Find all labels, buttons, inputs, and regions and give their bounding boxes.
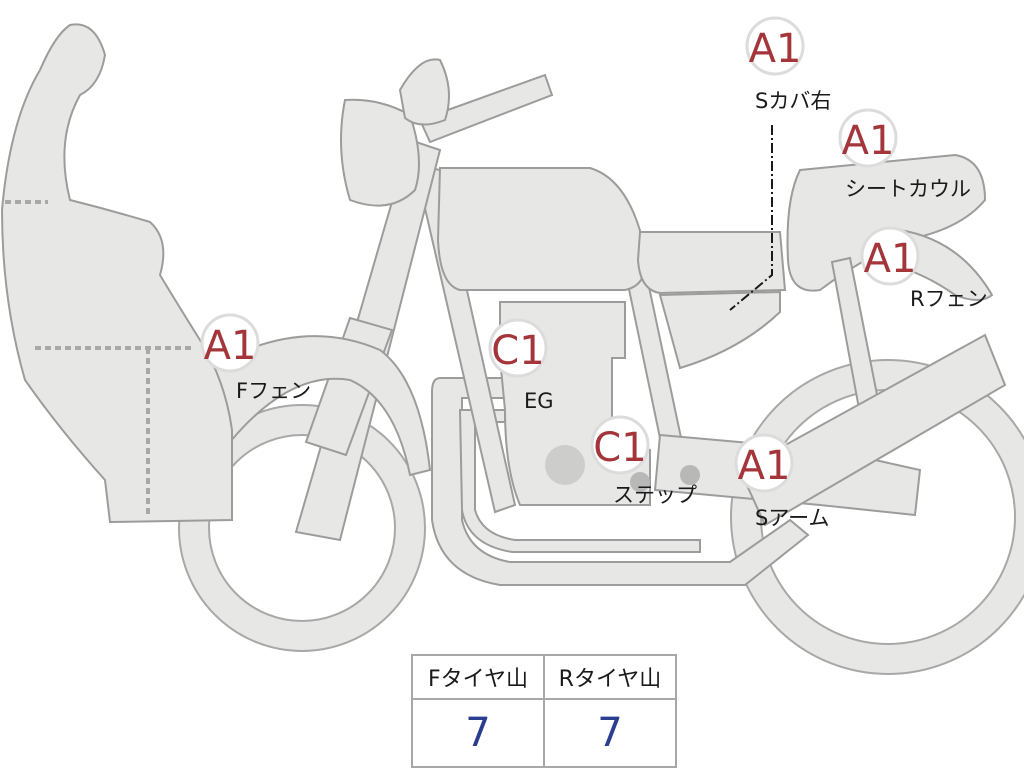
- svg-text:EG: EG: [524, 389, 554, 413]
- front-fairing: [0, 23, 233, 524]
- rear-tire-value: 7: [543, 698, 677, 768]
- svg-text:A1: A1: [864, 236, 917, 282]
- svg-text:A1: A1: [204, 323, 257, 369]
- svg-text:Sカバ右: Sカバ右: [755, 89, 831, 113]
- headlight: [340, 98, 420, 207]
- exhaust-pipe: [431, 377, 810, 586]
- label-front-fender: A1 Fフェン: [200, 313, 311, 403]
- front-fender: [208, 335, 432, 477]
- seat: [636, 231, 787, 295]
- swing-arm-chain-guard: [738, 333, 1007, 527]
- label-step: C1 ステップ: [590, 415, 697, 507]
- svg-text:ステップ: ステップ: [613, 483, 697, 507]
- svg-text:A1: A1: [749, 26, 802, 72]
- front-wheel: [178, 404, 426, 652]
- fairing-panel-line-2: [35, 346, 195, 518]
- svg-text:A1: A1: [738, 443, 791, 489]
- svg-text:シートカウル: シートカウル: [845, 177, 971, 201]
- label-rear-fender: A1 Rフェン: [860, 226, 988, 311]
- tire-tread-table: Fタイヤ山 Rタイヤ山 7 7: [411, 654, 677, 768]
- exhaust-pipe-2: [458, 409, 701, 553]
- leader-line: [729, 125, 773, 311]
- svg-text:C1: C1: [491, 328, 544, 374]
- engine-cover: [545, 445, 585, 485]
- front-tire-header: Fタイヤ山: [411, 654, 545, 700]
- fuel-tank: [436, 167, 647, 291]
- frame-top-tube: [418, 73, 554, 144]
- footpeg-2: [680, 465, 700, 485]
- footpeg: [630, 472, 650, 492]
- svg-text:C1: C1: [593, 425, 646, 471]
- rear-tire-header: Rタイヤ山: [543, 654, 677, 700]
- label-s-cover-right: A1 Sカバ右: [745, 16, 831, 113]
- front-tire-value: 7: [411, 698, 545, 768]
- svg-text:A1: A1: [842, 118, 895, 164]
- label-swing-arm: A1 Sアーム: [734, 433, 829, 530]
- svg-text:Sアーム: Sアーム: [755, 506, 829, 530]
- mirror: [398, 58, 450, 126]
- label-seat-cowl: A1 シートカウル: [838, 108, 971, 201]
- label-engine: C1 EG: [488, 318, 554, 413]
- svg-text:Fフェン: Fフェン: [236, 379, 311, 403]
- side-cover: [658, 290, 781, 370]
- svg-text:Rフェン: Rフェン: [910, 287, 988, 311]
